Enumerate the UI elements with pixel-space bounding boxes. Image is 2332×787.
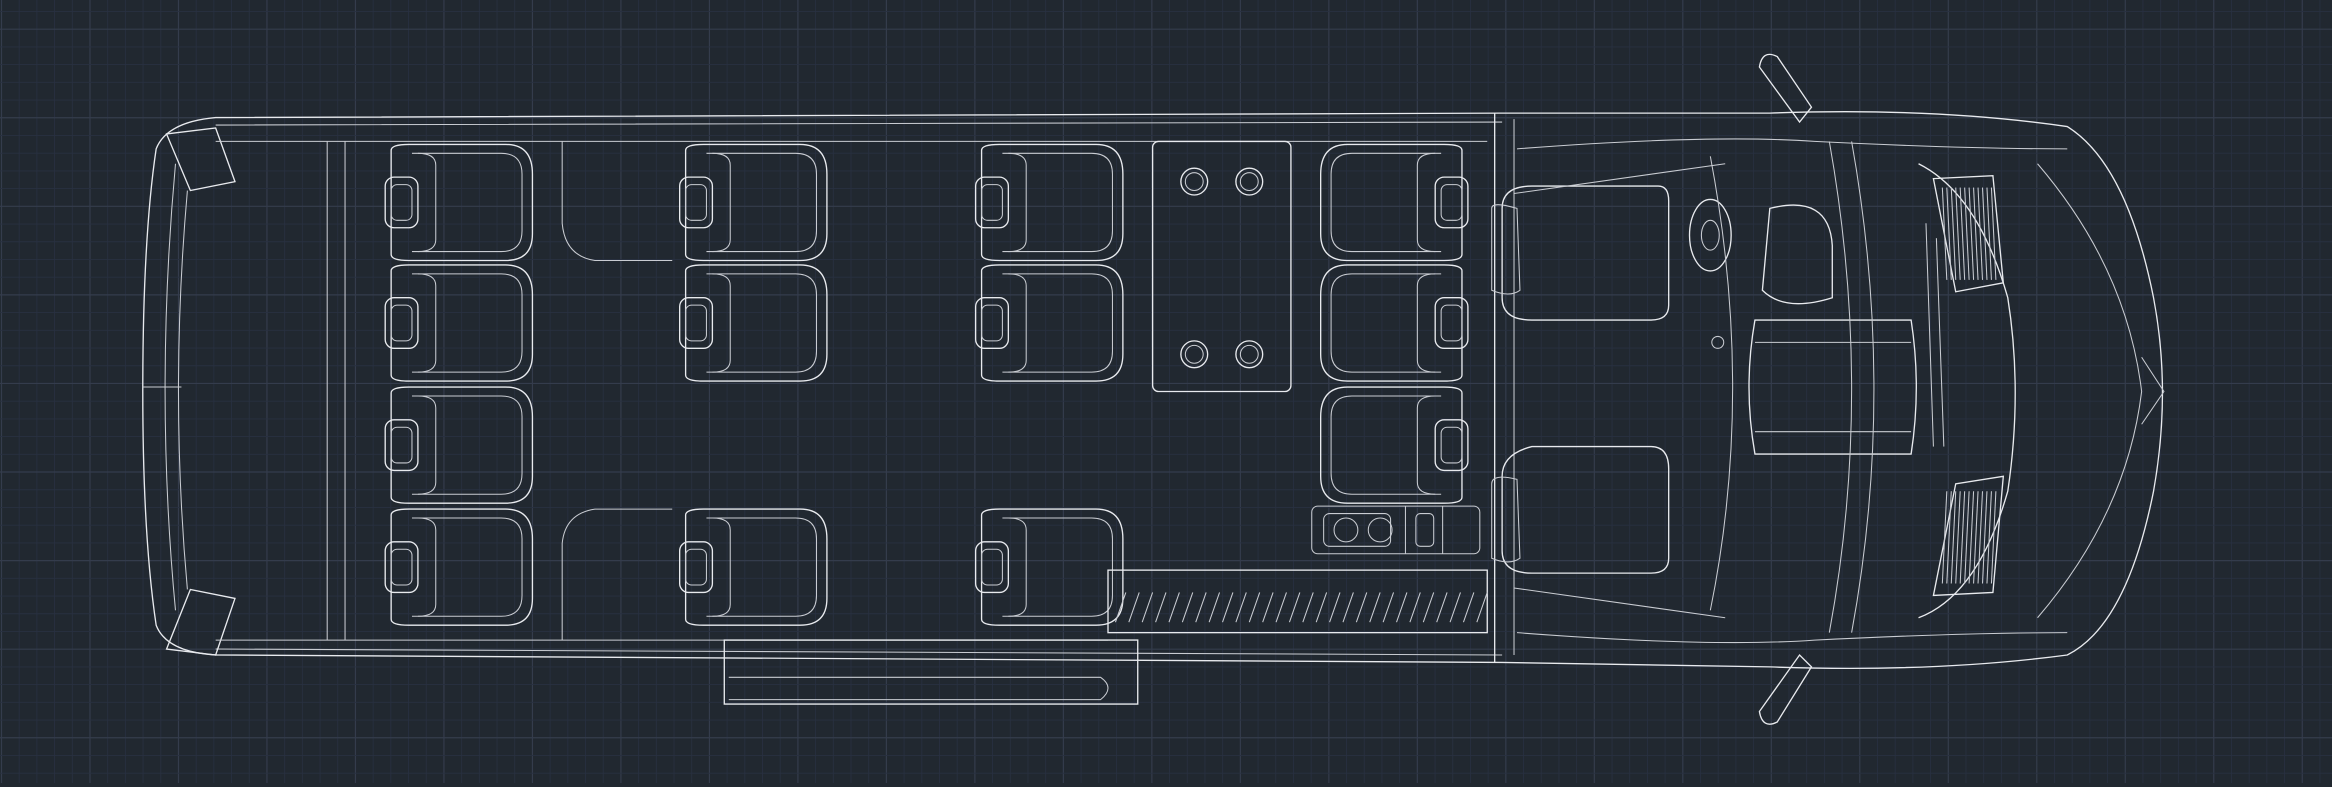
vent-slat — [1990, 491, 1997, 584]
entry-step — [723, 569, 1488, 705]
vent-slat — [1946, 187, 1952, 280]
vent-slat — [1990, 187, 1997, 280]
seat — [974, 264, 1124, 382]
seat — [974, 143, 1124, 262]
hatch-stripe — [1382, 592, 1395, 623]
seat — [679, 264, 828, 382]
cab — [1491, 138, 2165, 644]
hatch-stripe — [1409, 592, 1421, 623]
vent-slat — [1968, 187, 1975, 280]
vent-slat — [1941, 187, 1948, 280]
hatch-stripe — [1436, 592, 1448, 623]
bench-panels — [561, 141, 673, 641]
seat — [679, 508, 828, 626]
vent-slat — [1964, 187, 1970, 280]
vent-slat — [1981, 491, 1988, 584]
hatch-stripe — [1449, 592, 1461, 623]
hatch-stripe — [1422, 592, 1435, 623]
hatch-stripe — [1168, 592, 1180, 623]
hatch-stripe — [1141, 592, 1154, 623]
seat — [679, 143, 828, 262]
hatch-stripe — [1342, 592, 1354, 623]
vent-slat — [1986, 491, 1992, 584]
seat — [974, 508, 1124, 626]
vent-slat — [1986, 187, 1992, 280]
hatch-stripe — [1248, 592, 1261, 623]
hatch-stripe — [1235, 592, 1247, 623]
hatch-stripe — [1355, 592, 1368, 623]
hatch-stripe — [1208, 592, 1221, 623]
hatch-stripe — [1262, 592, 1274, 623]
vent-slat — [1981, 187, 1988, 280]
vent-slat — [1959, 187, 1966, 280]
side-mirrors — [1758, 53, 1813, 725]
hatch-stripe — [1369, 592, 1381, 623]
hatch-stripe — [1275, 592, 1287, 623]
vent-slat — [1973, 491, 1979, 584]
vent-slat — [1973, 187, 1979, 280]
hatch-stripe — [1302, 592, 1314, 623]
seat — [1320, 143, 1469, 262]
seat — [1320, 386, 1469, 504]
vent-slat — [1955, 187, 1961, 280]
vent-slat — [1959, 491, 1966, 584]
hatch-stripe — [1128, 592, 1140, 623]
hatch-stripe — [1288, 592, 1301, 623]
seat — [1320, 264, 1469, 382]
seat — [384, 508, 534, 626]
console — [1311, 505, 1481, 555]
vents — [1932, 174, 2005, 597]
vent-slat — [1950, 187, 1957, 280]
vent-slat — [1964, 491, 1970, 584]
hatch-stripe — [1396, 592, 1408, 623]
vent-slat — [1946, 491, 1952, 584]
van-body — [142, 111, 2164, 670]
hatch-stripe — [1476, 592, 1488, 623]
hatch-stripe — [1195, 592, 1207, 623]
hatch-stripe — [1181, 592, 1194, 623]
vent-slat — [1950, 491, 1957, 584]
vent-slat — [1968, 491, 1975, 584]
seat — [384, 386, 534, 504]
vent-slat — [1955, 491, 1961, 584]
table — [1151, 140, 1292, 393]
hatch-stripe — [1462, 592, 1475, 623]
passenger-seats — [384, 143, 1469, 626]
hatch-stripe — [1114, 592, 1127, 623]
hatch-stripe — [1222, 592, 1234, 623]
hatch-stripe — [1315, 592, 1328, 623]
seat — [384, 264, 534, 382]
vent-slat — [1977, 491, 1984, 584]
vent-slat — [1977, 187, 1984, 280]
hatch-stripe — [1329, 592, 1341, 623]
vent-slat — [1941, 491, 1948, 584]
seat — [384, 143, 534, 262]
hatch-stripe — [1155, 592, 1167, 623]
